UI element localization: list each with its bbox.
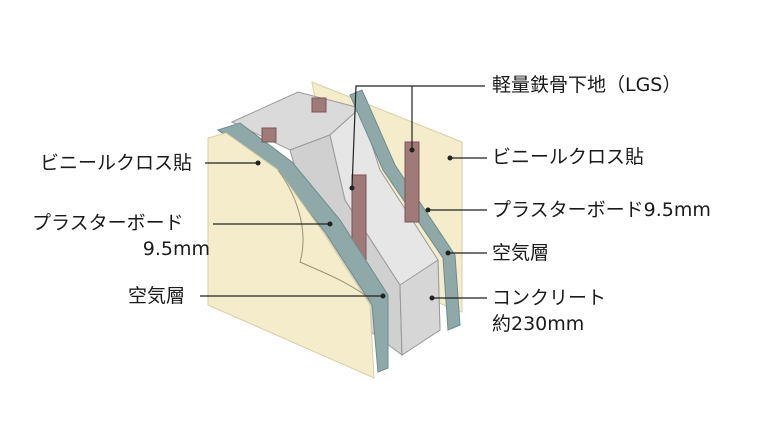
lgs-stud-top-left xyxy=(261,127,277,143)
label-air-layer-left: 空気層 xyxy=(128,285,186,307)
cloth-peel-curve xyxy=(277,169,373,301)
leader-dot-plasterboard-left xyxy=(327,221,333,227)
leader-dot-air-right xyxy=(445,250,451,256)
label-plasterboard-left-line1: プラスターボード xyxy=(32,212,184,234)
label-plasterboard-right: プラスターボード9.5mm xyxy=(492,199,711,221)
leader-dot-vinyl-left xyxy=(255,160,261,166)
leader-lgs xyxy=(351,85,485,189)
vinyl-cloth-left xyxy=(207,132,375,379)
leader-dots xyxy=(255,147,453,301)
lgs-stud-top-right xyxy=(311,97,327,113)
label-air-layer-right: 空気層 xyxy=(492,242,550,264)
plasterboard-right xyxy=(349,89,461,331)
leader-dot-plasterboard-right xyxy=(425,207,431,213)
label-vinyl-cloth-right: ビニールクロス貼 xyxy=(492,146,645,168)
lgs-stud-right xyxy=(404,141,420,223)
concrete-bottom-face xyxy=(399,259,441,356)
label-concrete-line1: コンクリート xyxy=(492,287,607,309)
label-vinyl-cloth-left: ビニールクロス貼 xyxy=(40,152,193,174)
leader-dot-lgs xyxy=(349,185,355,191)
leader-dot-vinyl-right xyxy=(447,155,453,161)
leader-dot-lgs-2 xyxy=(409,147,415,153)
label-lgs: 軽量鉄骨下地（LGS） xyxy=(492,74,682,96)
leader-dot-concrete xyxy=(429,295,435,301)
label-plasterboard-left-line2: 9.5mm xyxy=(142,238,210,260)
leader-dot-air-left xyxy=(380,293,386,299)
label-concrete-line2: 約230mm xyxy=(492,313,585,335)
leader-lines xyxy=(200,85,487,299)
